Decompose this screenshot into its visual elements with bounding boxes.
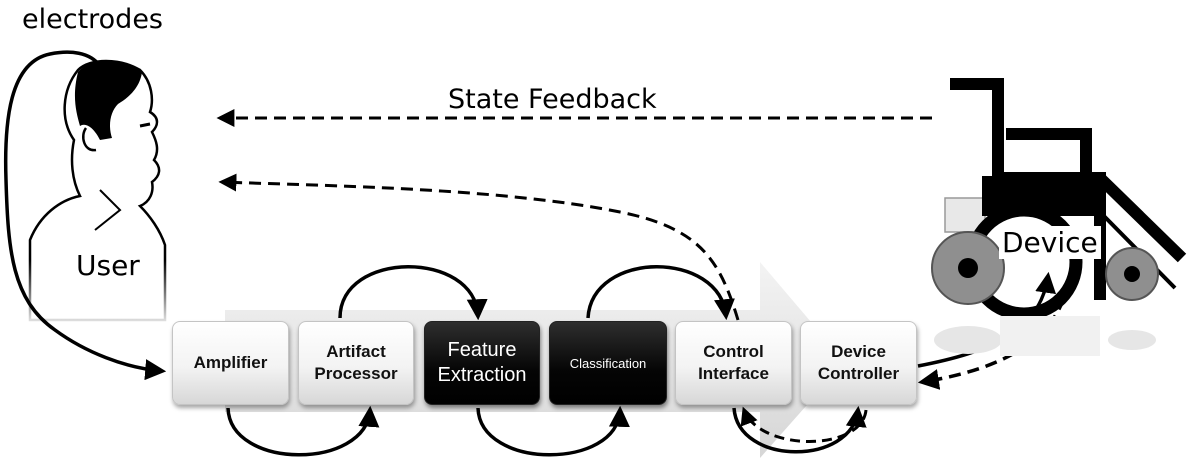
loop-control-devicecontroller-bottom: [732, 405, 867, 454]
user-silhouette: [25, 59, 170, 330]
control-interface-label: Control Interface: [698, 342, 769, 383]
device-label: Device: [999, 226, 1101, 259]
loop-artifact-feature-top: [338, 265, 488, 321]
control-feedback-arrow: [218, 173, 740, 321]
device-controller-label: Device Controller: [817, 342, 900, 383]
wheelchair-icon: [931, 78, 1187, 356]
loop-devicecontroller-control-bottom-dashed: [740, 406, 868, 443]
amplifier-label: Amplifier: [193, 353, 268, 372]
state-feedback-label: State Feedback: [448, 84, 657, 115]
classification-block: Classification: [549, 321, 667, 405]
feature-extraction-block: Feature Extraction: [424, 321, 540, 405]
artifact-processor-block: Artifact Processor: [298, 321, 414, 405]
artifact-processor-label: Artifact Processor: [314, 342, 398, 383]
loop-classification-control-top: [586, 265, 735, 321]
amplifier-block: Amplifier: [172, 321, 289, 405]
loop-amplifier-artifact-bottom: [226, 405, 380, 457]
control-interface-block: Control Interface: [675, 321, 792, 405]
electrode-wire: [3, 50, 167, 381]
user-label: User: [76, 249, 140, 282]
feature-extraction-label: Feature Extraction: [437, 339, 527, 386]
loop-feature-classification-bottom: [476, 405, 630, 457]
device-controller-block: Device Controller: [800, 321, 917, 405]
electrodes-label: electrodes: [22, 4, 163, 35]
classification-label: Classification: [569, 355, 647, 371]
